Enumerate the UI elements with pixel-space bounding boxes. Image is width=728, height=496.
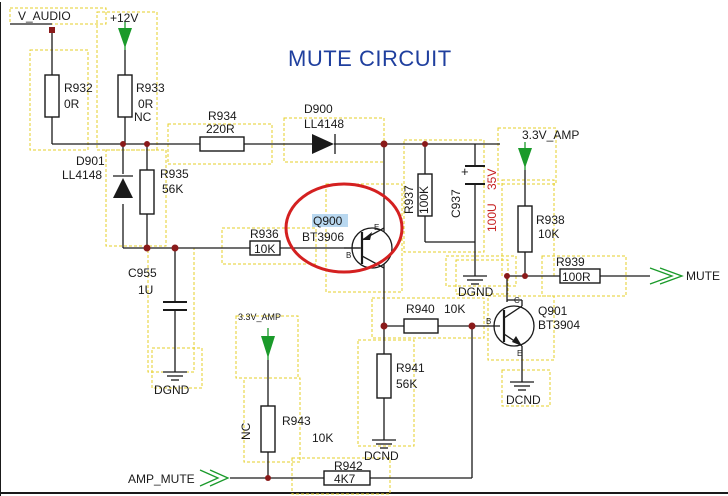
r938-value: 10K bbox=[538, 227, 559, 241]
resistor-r933 bbox=[117, 74, 133, 118]
r941-value: 56K bbox=[396, 377, 417, 391]
r942-ref: R942 bbox=[334, 459, 363, 473]
net-label-12v: +12V bbox=[110, 11, 138, 25]
r941-ref: R941 bbox=[396, 361, 425, 375]
resistor-r941 bbox=[376, 353, 392, 399]
v-audio-terminal bbox=[49, 27, 55, 33]
resistor-r943 bbox=[260, 405, 276, 453]
ground-q901-icon bbox=[510, 381, 534, 391]
diode-d900 bbox=[312, 134, 336, 154]
r936-ref: R936 bbox=[250, 227, 279, 241]
r933-ref: R933 bbox=[136, 81, 165, 95]
power-arrow-33v-amp-bottom-icon bbox=[261, 328, 275, 360]
net-label-dgnd-q901: DCND bbox=[506, 393, 541, 407]
q901-pin-b: B bbox=[486, 317, 491, 326]
r934-value: 220R bbox=[206, 122, 235, 136]
d900-value: LL4148 bbox=[304, 117, 344, 131]
r937-value: 100K bbox=[417, 186, 431, 214]
c937-ref: C937 bbox=[449, 189, 463, 218]
c955-value: 1U bbox=[138, 283, 153, 297]
amp-mute-input-connector-icon bbox=[199, 469, 230, 487]
resistor-r935 bbox=[139, 169, 155, 215]
mute-output-connector-icon bbox=[649, 267, 684, 285]
r933-value: 0R bbox=[138, 97, 154, 111]
q900-pin-e: E bbox=[374, 223, 379, 232]
diagram-title: MUTE CIRCUIT bbox=[288, 46, 452, 71]
r939-value: 100R bbox=[562, 270, 591, 284]
r932-ref: R932 bbox=[64, 81, 93, 95]
net-label-dgnd-r941: DCND bbox=[364, 449, 399, 463]
net-label-33v-amp-bottom: 3.3V_AMP bbox=[238, 312, 281, 322]
capacitor-c955 bbox=[163, 301, 187, 311]
wires bbox=[10, 23, 650, 479]
resistor-r937 bbox=[417, 173, 433, 217]
resistor-r932 bbox=[44, 74, 60, 118]
net-label-dgnd-c955: DGND bbox=[154, 383, 190, 397]
d901-ref: D901 bbox=[76, 154, 105, 168]
net-label-mute: MUTE bbox=[686, 269, 720, 283]
q900-pin-b: B bbox=[346, 251, 351, 260]
r943-value: 10K bbox=[312, 431, 333, 445]
resistor-r936 bbox=[249, 240, 281, 256]
r943-ref: R943 bbox=[282, 414, 311, 428]
capacitor-c937: + bbox=[461, 164, 485, 185]
q900-highlight-circle bbox=[284, 182, 404, 274]
net-label-amp-mute: AMP_MUTE bbox=[128, 472, 195, 486]
svg-text:+: + bbox=[461, 164, 469, 179]
q901-ref: Q901 bbox=[538, 304, 568, 318]
c937-voltage: 35V bbox=[485, 169, 499, 190]
r937-ref: R937 bbox=[402, 185, 416, 214]
r943-note: NC bbox=[239, 422, 253, 440]
r942-value: 4K7 bbox=[334, 472, 356, 486]
r936-value: 10K bbox=[254, 242, 275, 256]
r933-note: NC bbox=[134, 110, 152, 124]
r934-ref: R934 bbox=[208, 109, 237, 123]
c937-value: 100U bbox=[485, 203, 499, 232]
junction-dots bbox=[120, 140, 528, 481]
d901-value: LL4148 bbox=[62, 168, 102, 182]
r940-ref: R940 bbox=[406, 302, 435, 316]
transistor-q900 bbox=[344, 227, 393, 269]
component-boxes bbox=[9, 7, 627, 495]
r935-value: 56K bbox=[162, 182, 183, 196]
q901-pin-c: C bbox=[514, 296, 520, 305]
power-arrow-33v-amp-right-icon bbox=[518, 142, 532, 170]
net-label-dgnd-c937: DGND bbox=[458, 285, 494, 299]
r938-ref: R938 bbox=[536, 213, 565, 227]
q900-value: BT3906 bbox=[302, 230, 344, 244]
r932-value: 0R bbox=[64, 97, 80, 111]
resistor-r940 bbox=[403, 318, 439, 334]
part-labels: R932 0R R933 0R NC R934 220R D900 LL4148… bbox=[62, 81, 591, 486]
r939-ref: R939 bbox=[556, 255, 585, 269]
ground-c937-icon bbox=[463, 275, 487, 285]
r940-value: 10K bbox=[444, 302, 465, 316]
power-arrow-12v-icon bbox=[118, 22, 132, 50]
ground-symbols bbox=[163, 275, 534, 449]
d900-ref: D900 bbox=[304, 102, 333, 116]
ground-r941-icon bbox=[372, 439, 396, 449]
diode-d901 bbox=[113, 175, 133, 198]
net-labels: V_AUDIO +12V 3.3V_AMP 3.3V_AMP MUTE AMP_… bbox=[18, 9, 720, 486]
resistor-r934 bbox=[199, 136, 245, 152]
transistor-q901 bbox=[493, 299, 535, 347]
net-label-v-audio: V_AUDIO bbox=[18, 9, 71, 23]
c955-ref: C955 bbox=[128, 266, 157, 280]
ground-c955-icon bbox=[163, 371, 187, 381]
resistor-r938 bbox=[517, 205, 533, 253]
net-label-33v-amp-right: 3.3V_AMP bbox=[522, 128, 579, 142]
q901-value: BT3904 bbox=[538, 318, 580, 332]
q901-pin-e: E bbox=[517, 349, 522, 358]
resistors bbox=[44, 74, 601, 486]
resistor-r942 bbox=[323, 470, 371, 486]
q900-ref: Q900 bbox=[313, 214, 343, 228]
resistor-r939 bbox=[559, 268, 601, 284]
r935-ref: R935 bbox=[160, 167, 189, 181]
